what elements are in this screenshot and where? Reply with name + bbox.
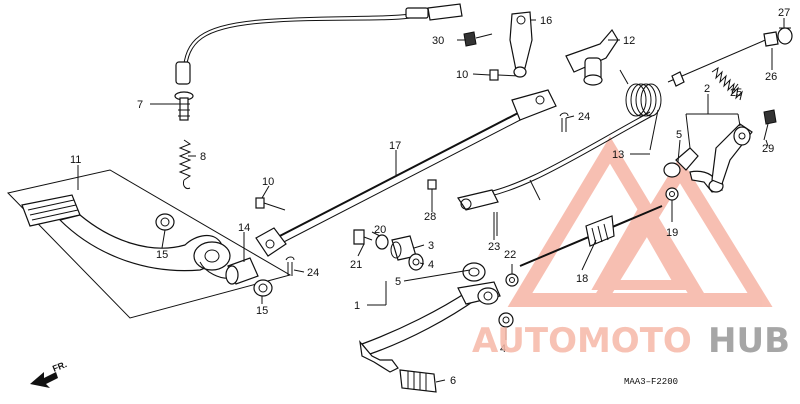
label-30: 30 [432,35,444,47]
cotter-pin-24-top [559,112,569,132]
linkage-2 [663,123,753,193]
part-labels: 11 7 8 10 15 14 15 24 17 16 30 10 12 13 … [70,7,790,387]
brake-light-cable [174,3,463,121]
bolt-29 [763,109,777,141]
label-15a: 15 [156,249,168,261]
shaft-12 [565,28,619,86]
cotter-pin-24-bottom [285,256,295,276]
label-22: 22 [504,249,516,261]
label-18: 18 [576,273,588,285]
arm-16 [509,11,533,78]
label-10a: 10 [262,176,274,188]
label-6: 6 [450,375,456,387]
label-25: 25 [730,87,742,99]
label-29: 29 [762,143,774,155]
washer-4-bottom [498,312,514,328]
leader-lines [77,18,785,383]
label-7: 7 [137,99,143,111]
bolt-10-left [255,197,286,211]
shift-rubber [399,369,437,393]
label-2: 2 [704,83,710,95]
diagram-code: MAA3–F2200 [624,377,678,387]
watermark-text-auto: AUTOMOTO [472,321,692,361]
pin-23 [493,212,498,236]
brake-rod [255,89,557,257]
washer-4-top [408,253,424,271]
adjust-rod [667,37,771,87]
label-10b: 10 [456,69,468,81]
washer-19 [665,187,679,201]
bolt-21 [353,229,373,245]
label-24a: 24 [578,111,590,123]
label-13: 13 [612,149,624,161]
washer-15-left [155,213,175,231]
bolt-30 [463,31,493,47]
cable-9 [457,111,653,211]
nut-26 [763,31,779,47]
label-16: 16 [540,15,552,27]
watermark-text: AUTOMOTO HUB [472,321,790,361]
label-15b: 15 [256,305,268,317]
label-28: 28 [424,211,436,223]
arrow-icon [30,372,58,388]
label-11: 11 [70,154,81,166]
label-8: 8 [200,151,206,163]
watermark-text-hub: HUB [708,321,790,361]
return-spring [619,69,662,151]
label-12: 12 [623,35,635,47]
label-24b: 24 [307,267,319,279]
label-1: 1 [354,300,360,312]
brake-pedal [7,169,292,319]
gearshift-pedal [359,262,501,373]
bolt-28 [427,179,437,206]
washer-15-right [253,279,273,297]
label-19: 19 [666,227,678,239]
nut-22 [505,273,519,287]
shift-rod [519,205,663,267]
front-direction-arrow: FR. [30,359,68,388]
label-5a: 5 [395,276,401,288]
label-23: 23 [488,241,500,253]
spring-25 [711,66,743,101]
pivot-collar [225,257,259,285]
washer-20 [375,234,389,250]
label-5b: 5 [676,129,682,141]
label-20: 20 [374,224,386,236]
label-4a: 4 [428,259,434,271]
label-17: 17 [389,140,401,152]
label-26: 26 [765,71,777,83]
label-3: 3 [428,240,434,252]
label-14: 14 [238,222,250,234]
label-4b: 4 [500,343,506,355]
label-21: 21 [350,259,362,271]
brake-light-spring [178,139,192,189]
direction-label: FR. [51,359,68,374]
label-27: 27 [778,7,790,19]
nut-27 [777,27,793,45]
watermark-logo [507,136,773,307]
